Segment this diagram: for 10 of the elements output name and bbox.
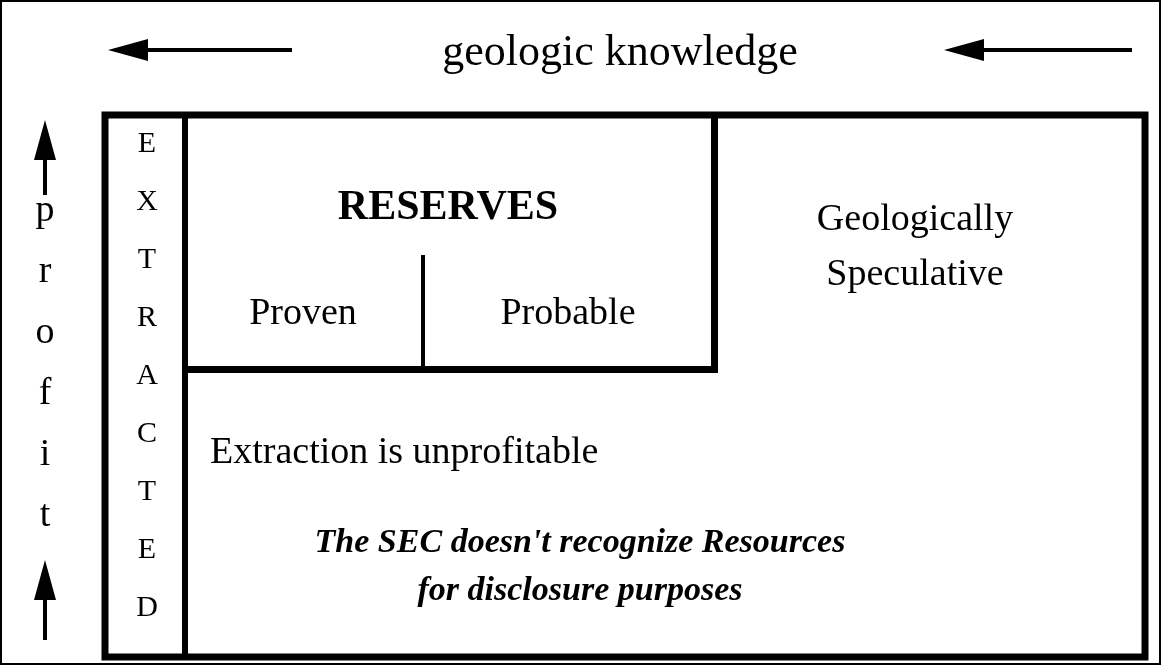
note-text: The SEC doesn't recognize Resources for disclosure purposes xyxy=(313,521,847,609)
axis-label: profit xyxy=(23,200,67,540)
region-title: RESERVES xyxy=(336,181,560,230)
axis-label: geologic knowledge xyxy=(441,24,799,77)
region-label: Geologically Speculative xyxy=(815,194,1015,295)
reserves-box xyxy=(185,115,718,373)
band-label: EXTRACTED xyxy=(129,124,165,649)
region-label: Extraction is unprofitable xyxy=(210,428,600,473)
region-label: Probable xyxy=(499,288,637,334)
region-label: Proven xyxy=(248,288,358,334)
